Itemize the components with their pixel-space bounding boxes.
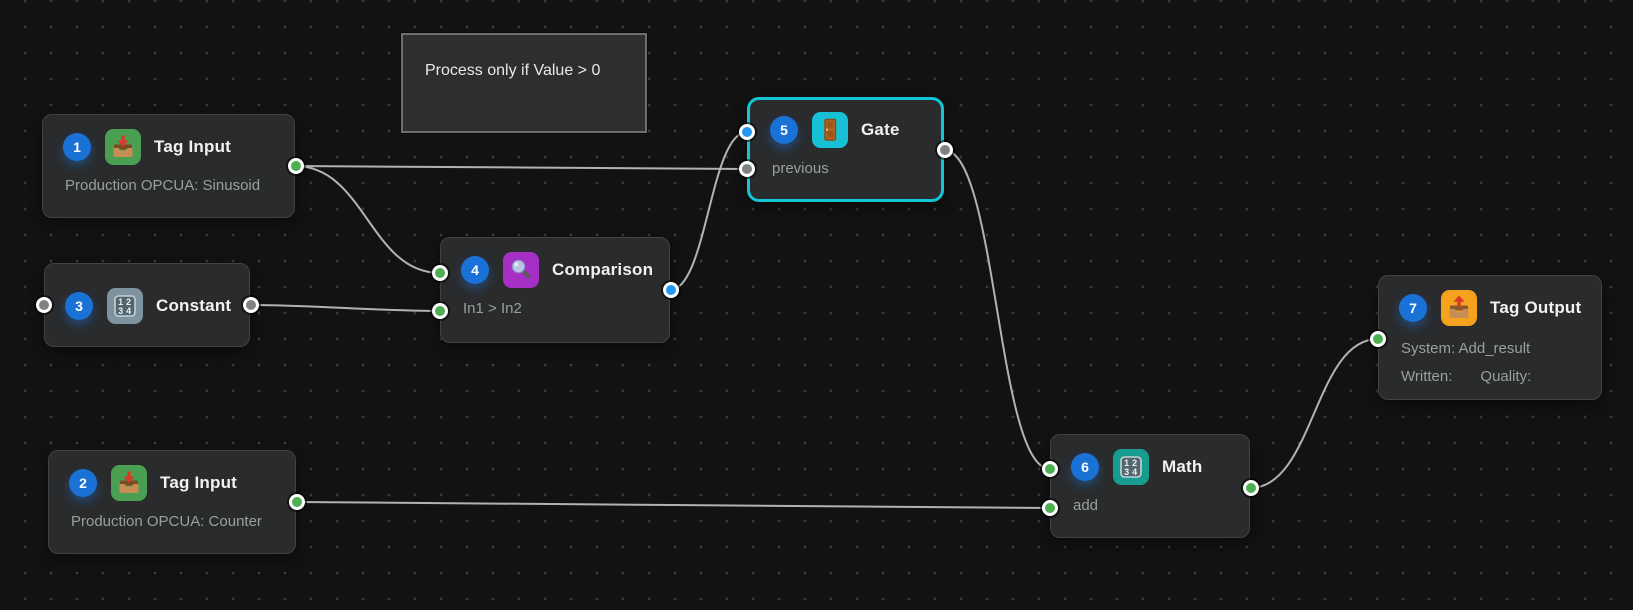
svg-text:2: 2: [1132, 458, 1137, 468]
outbox-icon: [1441, 290, 1477, 326]
node-title: Tag Input: [154, 137, 232, 156]
node-title: Constant: [156, 296, 232, 315]
node-tag-input-2[interactable]: 2 Tag Input Production OPCUA: Counter: [48, 450, 305, 554]
node-tag-input-1[interactable]: 1 Tag Input Production OPCUA: Sinusoid: [42, 114, 304, 218]
node-constant[interactable]: 3 1 2 3 4 Constant: [35, 263, 259, 347]
wire-gate-output-to-math-in1-input[interactable]: [943, 149, 1051, 470]
tag-input-1-output-port[interactable]: [287, 158, 304, 174]
svg-text:2: 2: [126, 297, 131, 307]
math-output-port[interactable]: [1242, 480, 1259, 496]
wire-tag-input-1-output-to-comparison-in1-input[interactable]: [294, 165, 441, 274]
node-order-badge: 3: [65, 292, 93, 320]
inbox-icon: [105, 129, 141, 165]
comparison-output-port[interactable]: [662, 282, 679, 298]
math-in1-input-port[interactable]: [1041, 461, 1058, 477]
svg-text:1: 1: [118, 297, 123, 307]
wire-comparison-output-to-gate-condition-input[interactable]: [669, 131, 748, 291]
node-title: Math: [1162, 457, 1203, 476]
gate-previous-input-port[interactable]: [738, 161, 755, 177]
wire-tag-input-1-output-to-gate-previous-input[interactable]: [294, 165, 748, 170]
node-order-badge: 6: [1071, 453, 1099, 481]
comment-text: Process only if Value > 0: [425, 62, 601, 79]
gate-output-port[interactable]: [936, 142, 953, 158]
constant-output-port[interactable]: [242, 297, 259, 313]
svg-text:3: 3: [118, 306, 123, 316]
node-subtitle: System: Add_result: [1401, 340, 1531, 357]
node-gate[interactable]: 5 Gate previous: [738, 97, 953, 202]
wire-math-output-to-tag-output-input[interactable]: [1249, 338, 1379, 489]
node-order-badge: 5: [770, 116, 798, 144]
node-order-badge: 1: [63, 133, 91, 161]
wire-constant-output-to-comparison-in2-input[interactable]: [249, 304, 441, 312]
constant-input-port[interactable]: [35, 297, 52, 313]
svg-text:4: 4: [126, 306, 131, 316]
svg-text:4: 4: [1132, 467, 1137, 477]
door-icon: [812, 112, 848, 148]
node-order-badge: 7: [1399, 294, 1427, 322]
node-title: Comparison: [552, 260, 654, 279]
node-subtitle: previous: [772, 160, 829, 177]
written-label: Written:: [1401, 368, 1453, 385]
wire-tag-input-2-output-to-math-add-input[interactable]: [295, 501, 1051, 509]
node-title: Tag Input: [160, 473, 238, 492]
node-subtitle: In1 > In2: [463, 300, 522, 317]
svg-text:3: 3: [1124, 467, 1129, 477]
node-order-badge: 4: [461, 256, 489, 284]
node-subtitle: Production OPCUA: Counter: [71, 513, 262, 530]
comparison-in2-input-port[interactable]: [431, 303, 448, 319]
numbers-icon: 1 2 3 4: [1113, 449, 1149, 485]
gate-condition-input-port[interactable]: [738, 124, 755, 140]
node-title: Gate: [861, 120, 900, 139]
inbox-icon: [111, 465, 147, 501]
comparison-in1-input-port[interactable]: [431, 265, 448, 281]
numbers-icon: 1 2 3 4: [107, 288, 143, 324]
node-order-badge: 2: [69, 469, 97, 497]
node-subtitle: Production OPCUA: Sinusoid: [65, 177, 261, 194]
math-add-input-port[interactable]: [1041, 500, 1058, 516]
node-title: Tag Output: [1490, 298, 1582, 317]
quality-label: Quality:: [1480, 368, 1532, 385]
node-subtitle: add: [1073, 497, 1099, 514]
magnifier-icon: [503, 252, 539, 288]
comment-node[interactable]: Process only if Value > 0: [401, 33, 647, 133]
node-comparison[interactable]: 4 Comparison In1 > In2: [431, 237, 679, 343]
tag-output-input-port[interactable]: [1369, 331, 1386, 347]
node-tag-output[interactable]: 7 Tag Output System: Add_result Written:…: [1369, 275, 1602, 400]
svg-text:1: 1: [1124, 458, 1129, 468]
tag-input-2-output-port[interactable]: [288, 494, 305, 510]
node-math[interactable]: 6 1 2 3 4 Math add: [1041, 434, 1259, 538]
